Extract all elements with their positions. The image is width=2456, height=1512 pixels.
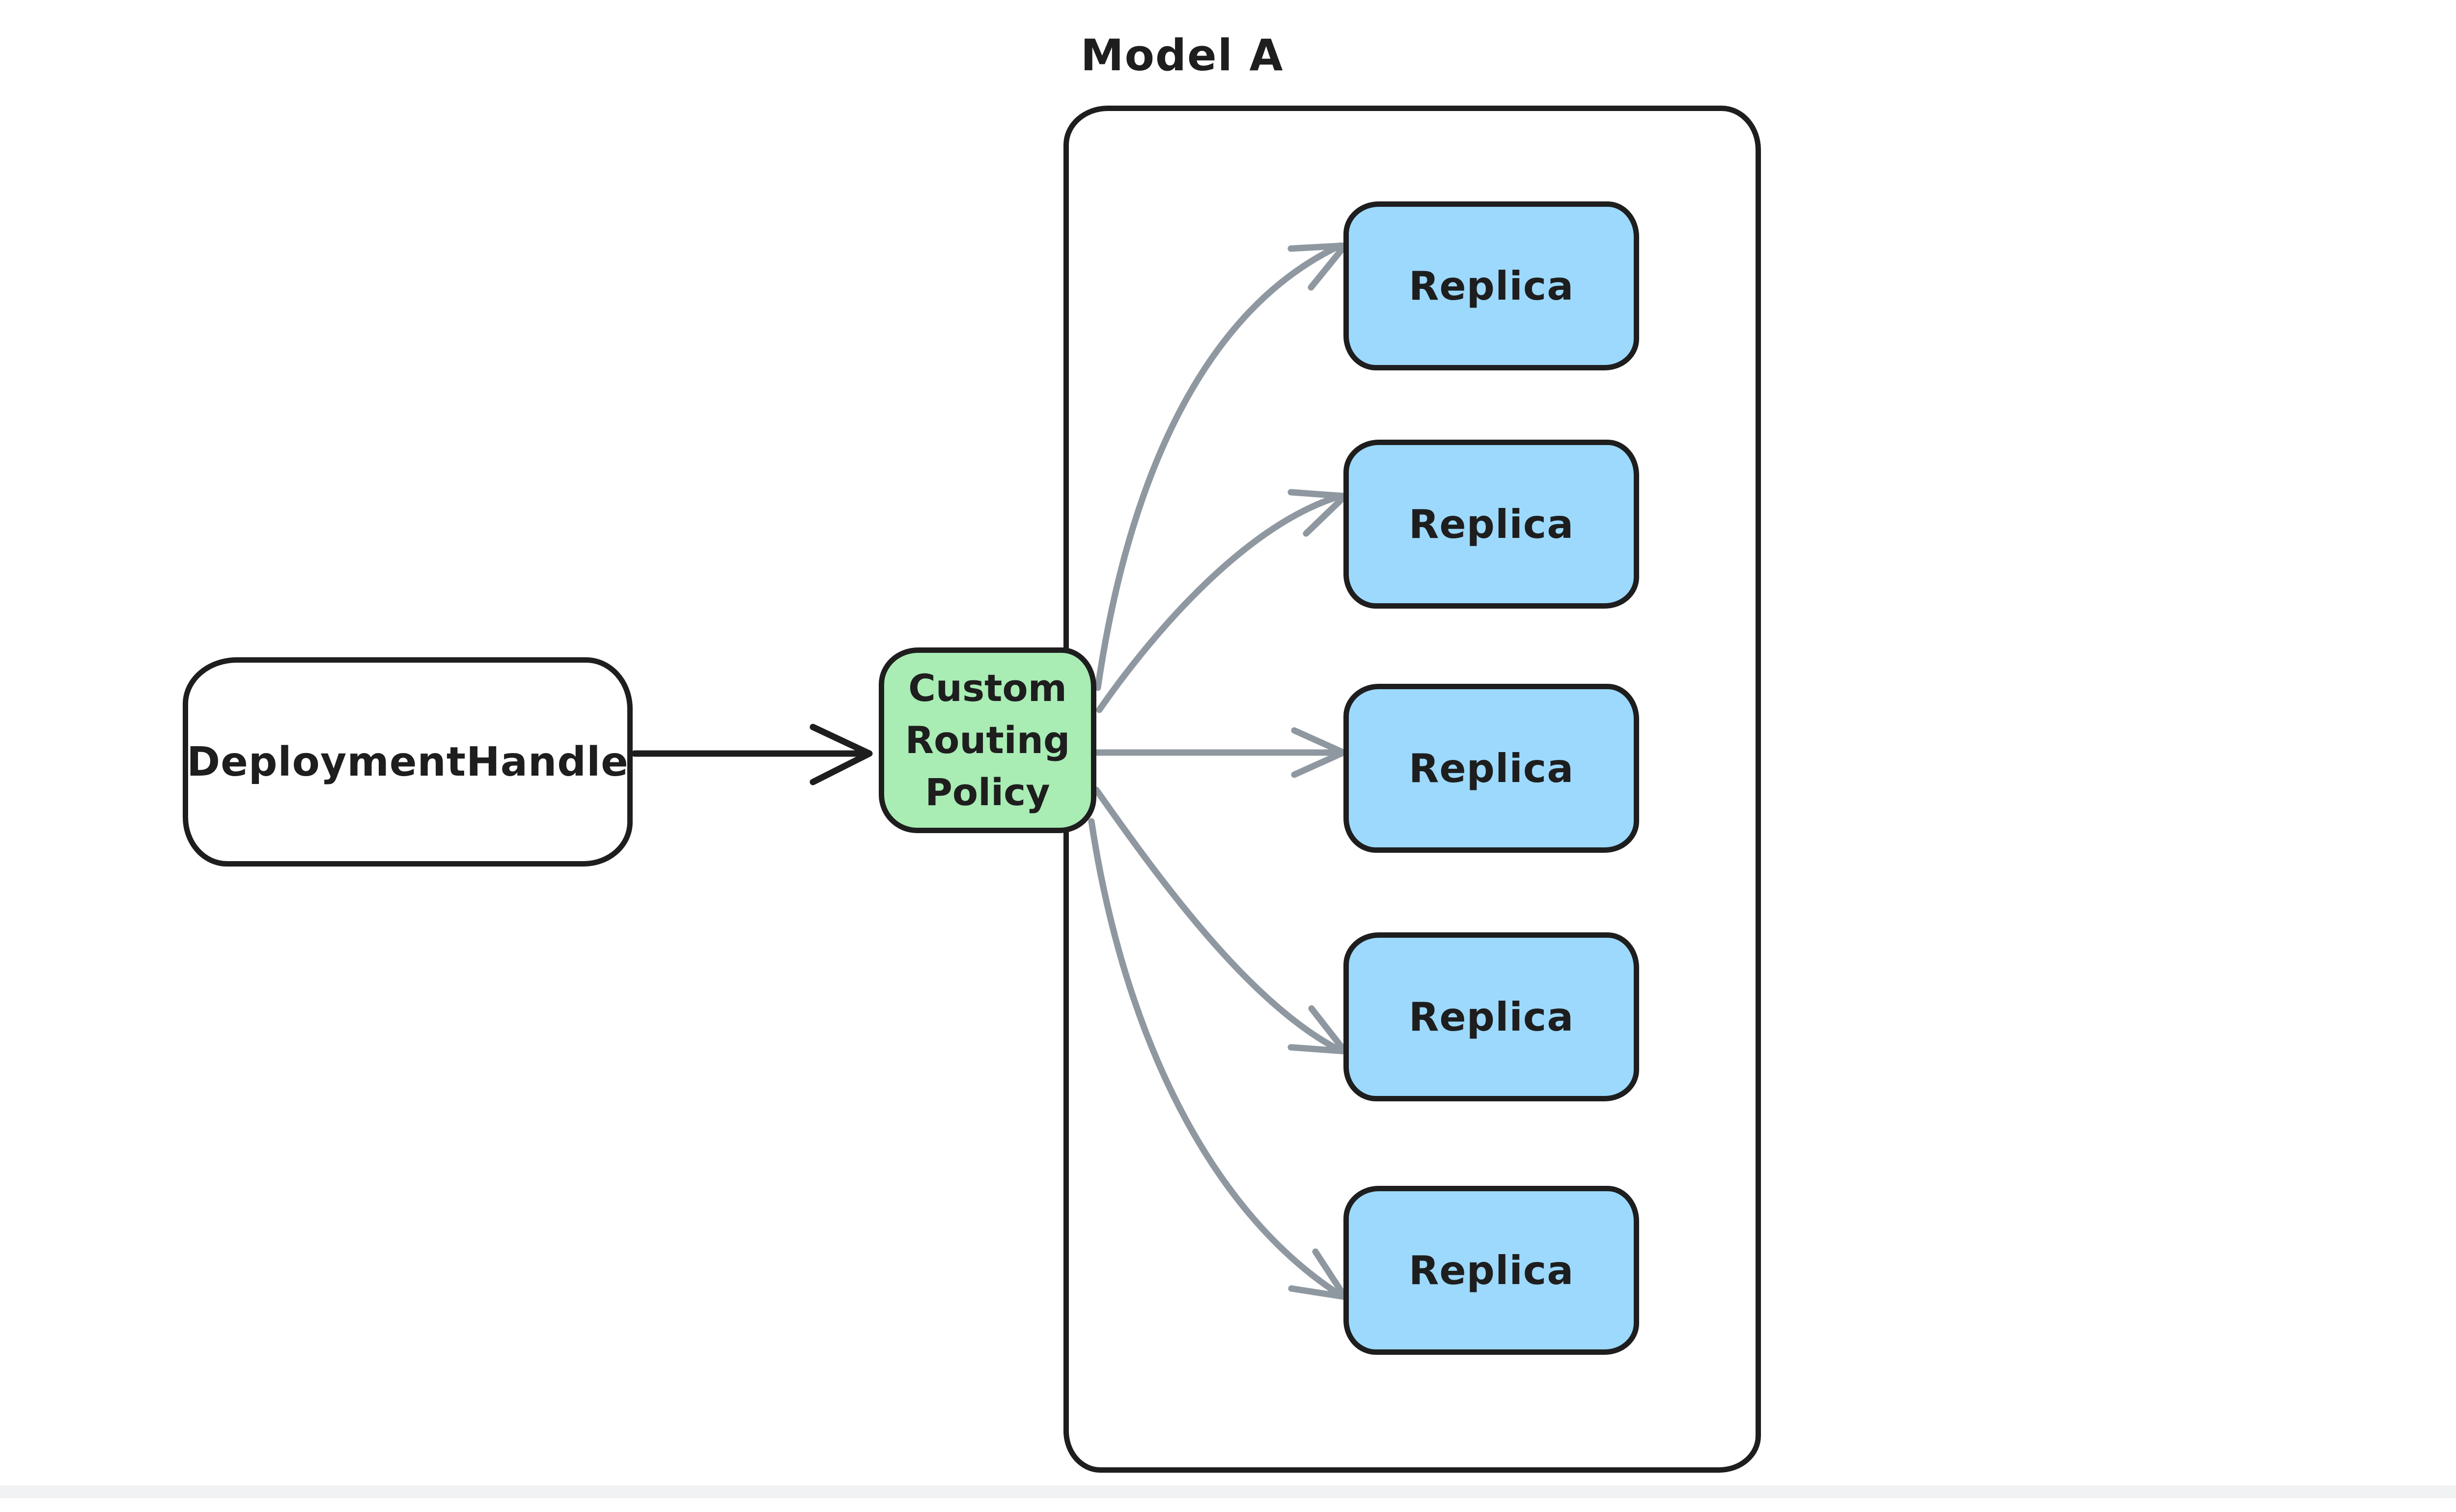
replica-node-5: Replica: [1343, 1186, 1639, 1355]
routing-policy-label-line: Routing: [905, 718, 1070, 762]
replica-label: Replica: [1408, 1247, 1574, 1293]
replica-label: Replica: [1408, 263, 1574, 309]
replica-label: Replica: [1408, 745, 1574, 791]
replica-label: Replica: [1408, 501, 1574, 547]
replica-node-3: Replica: [1343, 684, 1639, 853]
deployment-handle-label: DeploymentHandle: [187, 738, 629, 785]
model-a-label: Model A: [1081, 29, 1284, 81]
deployment-handle-node: DeploymentHandle: [183, 657, 633, 867]
routing-policy-node: Custom Routing Policy: [879, 647, 1096, 833]
handle-to-policy-arrow: [631, 724, 873, 785]
routing-policy-label-line: Custom: [908, 666, 1067, 710]
arrowhead-icon: [809, 724, 873, 785]
replica-node-1: Replica: [1343, 201, 1639, 370]
replica-node-4: Replica: [1343, 932, 1639, 1101]
replica-label: Replica: [1408, 994, 1574, 1040]
replica-node-2: Replica: [1343, 440, 1639, 609]
bottom-edge-band: [0, 1485, 2456, 1498]
routing-policy-label-line: Policy: [925, 770, 1050, 814]
